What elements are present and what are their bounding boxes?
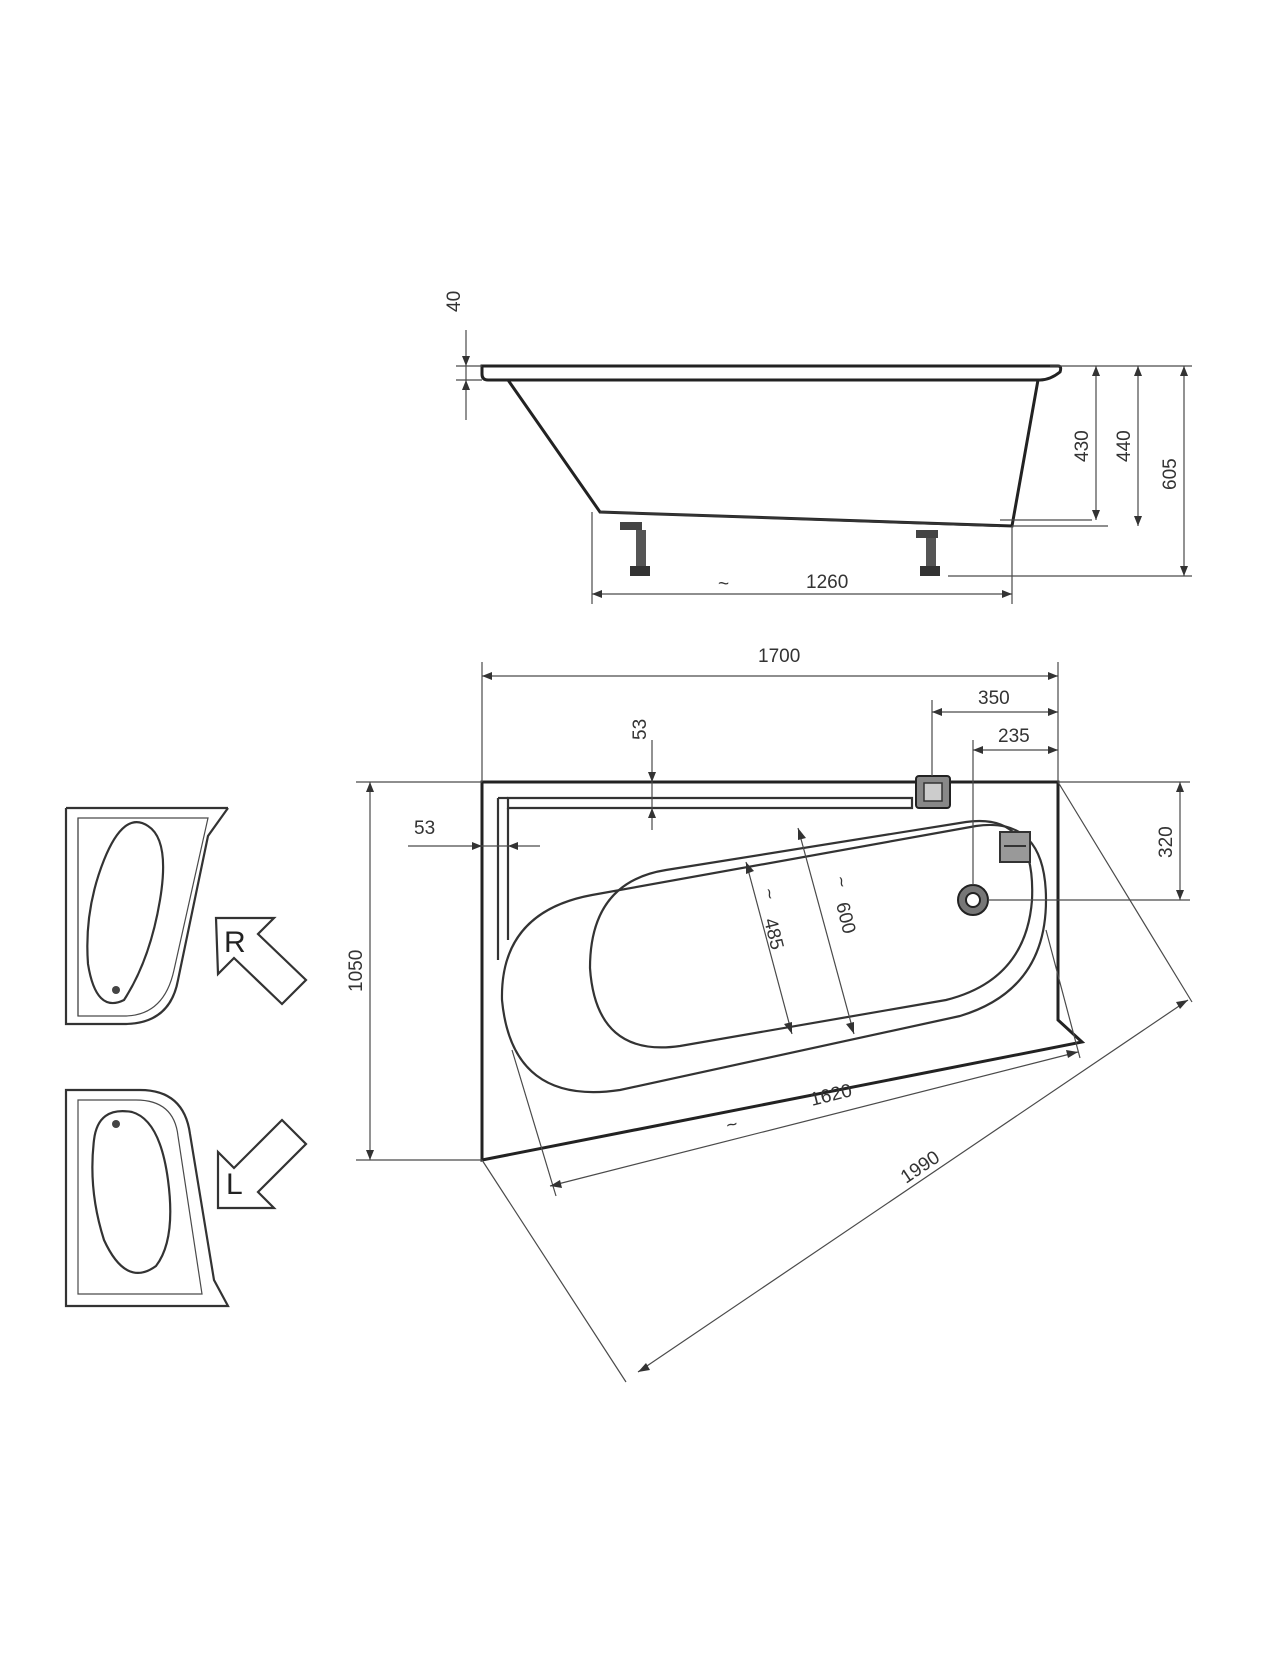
variant-left-label: L [226,1168,243,1201]
dim-inner-length: 1620 [808,1080,854,1111]
dim-approx-inner-length: ~ [724,1114,740,1137]
dim-approx-symbol: ~ [718,574,729,595]
dim-inner-width-bottom: 485 [759,916,787,952]
dim-depth-outer: 440 [1114,430,1135,462]
side-view-leg-left [620,522,650,576]
dim-drain-offset-outer: 350 [978,688,1010,709]
dim-depth-inner: 430 [1072,430,1093,462]
dim-approx-inner-bottom: ~ [757,886,780,902]
dim-rim-width-side: 53 [414,818,435,839]
side-view-body [506,379,1040,528]
side-view-rim [480,364,1063,382]
drain-hole [957,884,989,916]
side-view-leg-right [916,530,940,576]
top-view-basin-outer [500,823,1048,1094]
dim-leg-span: 1260 [806,572,848,593]
dim-total-height: 605 [1160,458,1181,490]
top-view-outer-contour [480,780,1086,1162]
variant-right [64,806,229,1026]
side-view-bottom [599,510,1001,528]
dim-overall-length: 1700 [758,646,800,667]
dim-overall-width: 1050 [346,950,367,992]
dim-drain-offset-inner: 235 [998,726,1030,747]
arrow-up-left-icon: R [214,916,308,1006]
handle-fitting [999,831,1031,863]
dim-diagonal: 1990 [897,1147,944,1188]
dim-inner-width-top: 600 [831,900,859,936]
dim-approx-inner-top: ~ [829,874,852,890]
overflow-fitting [915,775,951,809]
variant-right-label: R [224,926,246,959]
dim-rim-thickness: 40 [444,291,465,312]
dim-drain-distance: 320 [1156,826,1177,858]
side-view: 40 430 440 605 ~ 1260 [444,291,1192,604]
arrow-down-left-icon: L [216,1118,308,1210]
top-view: 1700 350 235 53 53 320 [346,646,1193,1383]
top-view-rim-inner [506,796,914,810]
dim-rim-width-top: 53 [630,719,651,740]
variant-left [64,1088,230,1308]
